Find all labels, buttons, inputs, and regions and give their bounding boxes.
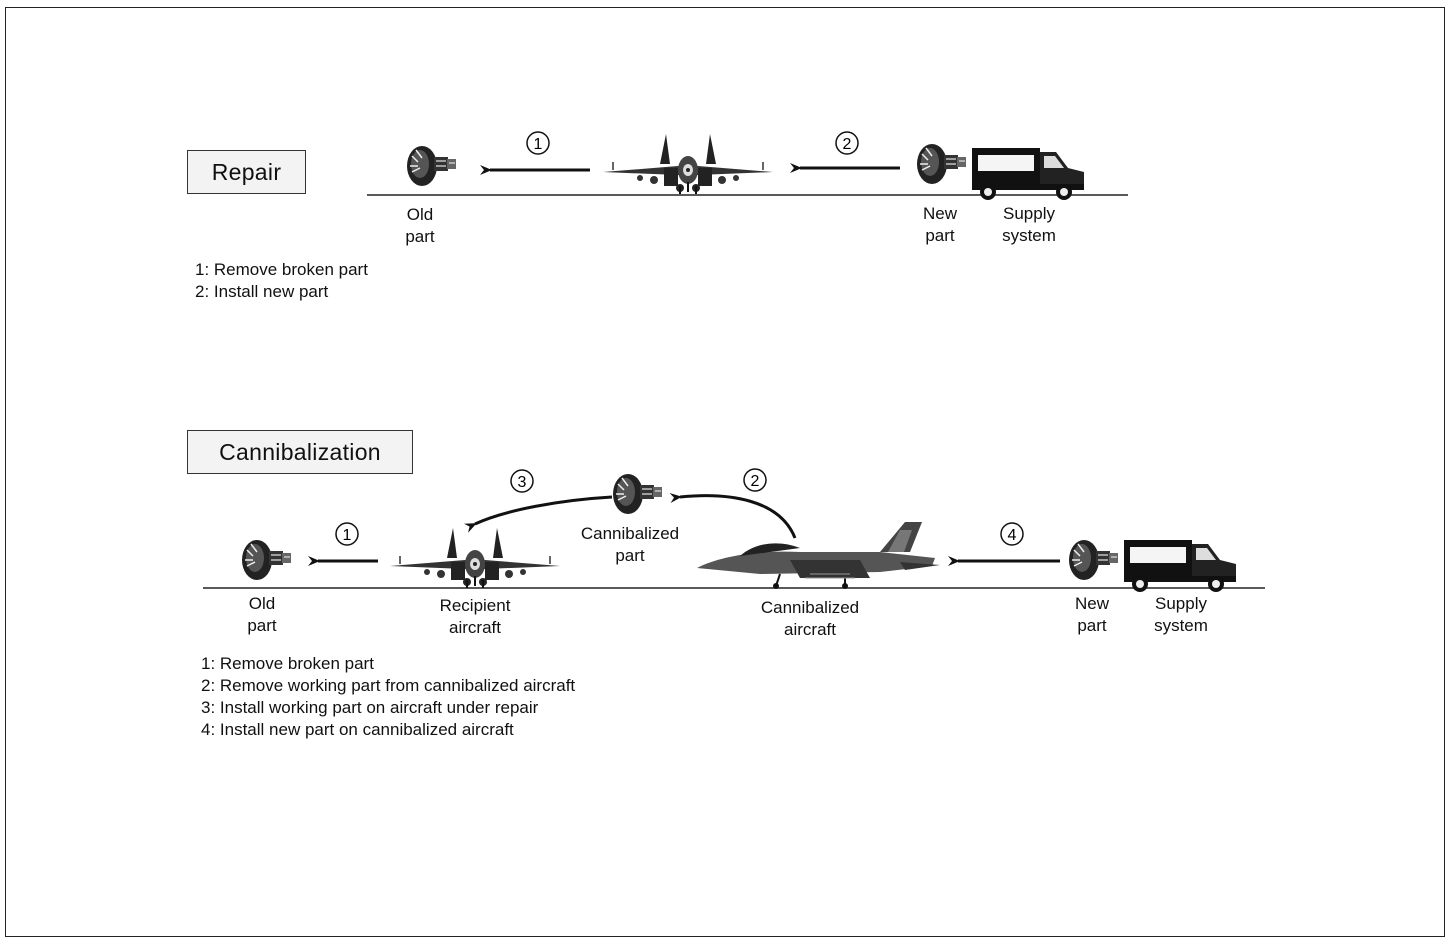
cannibalization-title-box: Cannibalization <box>187 430 413 474</box>
cann-marker-2: 2 <box>743 468 767 492</box>
repair-aircraft-front-icon <box>602 133 774 195</box>
cann-label-cannibalized-aircraft: Cannibalized aircraft <box>760 598 860 639</box>
repair-label-new-part: New part <box>922 204 957 245</box>
cann-arrow-3 <box>463 495 613 533</box>
cann-old-part-engine-icon <box>241 539 292 581</box>
repair-step-1: 1: Remove broken part <box>195 260 368 279</box>
cann-step-4: 4: Install new part on cannibalized airc… <box>201 720 514 739</box>
cann-steps-list: 1: Remove broken part 2: Remove working … <box>201 653 575 741</box>
cannibalization-title: Cannibalization <box>219 438 381 465</box>
repair-title: Repair <box>211 158 282 185</box>
svg-text:3: 3 <box>518 474 527 491</box>
cann-supply-truck-icon <box>1124 540 1236 592</box>
svg-text:1: 1 <box>343 527 352 544</box>
cann-cannibalized-part-engine-icon <box>612 473 663 515</box>
svg-text:2: 2 <box>751 473 760 490</box>
cann-label-cannibalized-part: Cannibalized part <box>580 524 680 565</box>
cann-arrow-2 <box>669 493 797 539</box>
cann-label-new-part: New part <box>1074 594 1109 635</box>
repair-steps-list: 1: Remove broken part 2: Install new par… <box>195 259 368 303</box>
repair-label-supply-system: Supply system <box>1002 204 1056 245</box>
svg-text:1: 1 <box>534 136 543 153</box>
repair-step-2: 2: Install new part <box>195 282 329 301</box>
cann-new-part-engine-icon <box>1068 539 1119 581</box>
cann-step-1: 1: Remove broken part <box>201 654 374 673</box>
svg-text:4: 4 <box>1008 527 1017 544</box>
cann-step-3: 3: Install working part on aircraft unde… <box>201 698 539 717</box>
repair-new-part-engine-icon <box>916 143 967 185</box>
cann-step-2: 2: Remove working part from cannibalized… <box>201 676 576 695</box>
repair-old-part-engine-icon <box>406 145 457 187</box>
cann-label-recipient-aircraft: Recipient aircraft <box>439 596 511 637</box>
repair-label-old-part: Old part <box>405 205 435 246</box>
cann-cannibalized-aircraft-side-icon <box>697 522 940 589</box>
repair-marker-1: 1 <box>526 131 550 155</box>
cann-marker-1: 1 <box>335 522 359 546</box>
cann-label-old-part: Old part <box>247 594 277 635</box>
repair-supply-truck-icon <box>972 148 1084 200</box>
cann-marker-4: 4 <box>1000 522 1024 546</box>
svg-text:2: 2 <box>843 136 852 153</box>
repair-marker-2: 2 <box>835 131 859 155</box>
repair-title-box: Repair <box>187 150 306 194</box>
cann-recipient-aircraft-icon <box>389 527 561 589</box>
cann-label-supply-system: Supply system <box>1154 594 1208 635</box>
cann-marker-3: 3 <box>510 469 534 493</box>
